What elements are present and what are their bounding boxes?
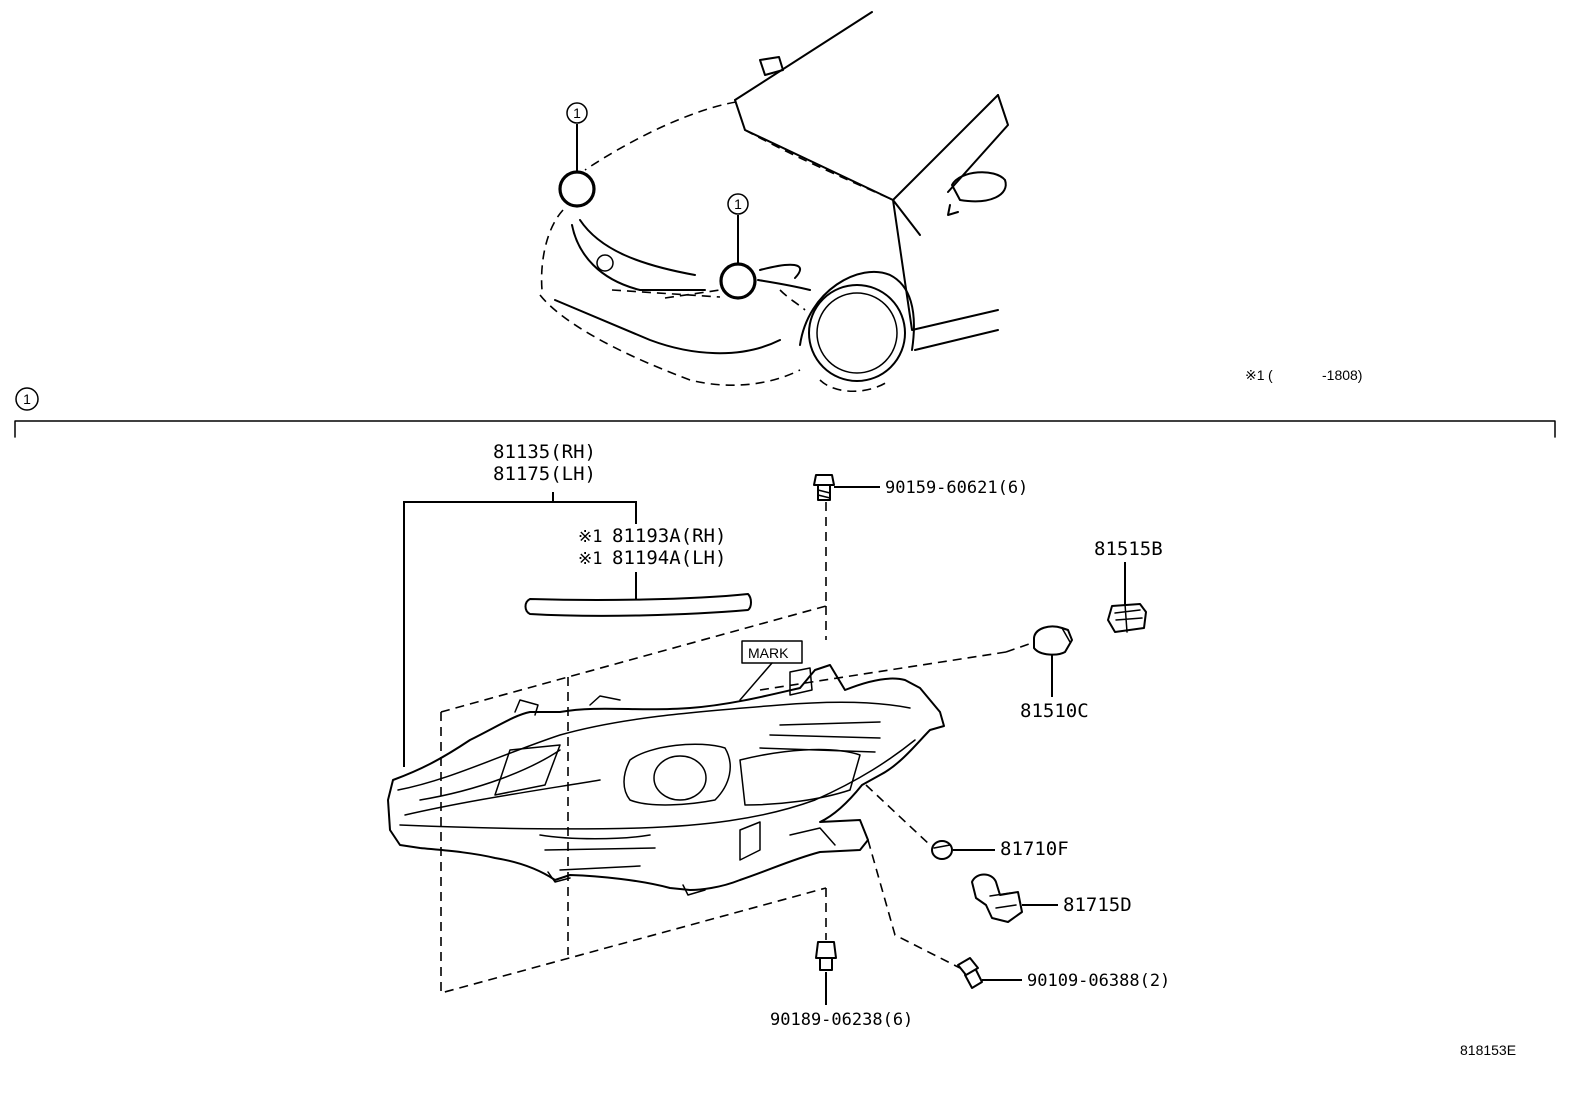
part-81193a-label: 81193A(RH) xyxy=(612,525,726,547)
screw-icon xyxy=(813,474,835,501)
part-81135-label: 81135(RH) xyxy=(493,441,596,463)
cover-lh-prefix: ※1 xyxy=(578,549,602,569)
diagram-id: 818153E xyxy=(1460,1042,1516,1058)
screw-icon xyxy=(957,957,983,989)
note-range: -1808) xyxy=(1322,367,1362,383)
circled-number-icon xyxy=(727,193,749,215)
part-81515b-label: 81515B xyxy=(1094,538,1163,560)
circled-number-icon xyxy=(566,102,588,124)
note-mark: ※1 xyxy=(1245,367,1265,383)
car-front-overview: 1 1 xyxy=(539,11,1009,393)
part-90109-label: 90109-06388(2) xyxy=(1027,971,1170,991)
mark-label: MARK xyxy=(748,645,789,661)
headlamp-assembly-icon xyxy=(387,664,945,896)
section-number: 1 xyxy=(23,391,31,407)
part-90189-label: 90189-06238(6) xyxy=(770,1010,913,1030)
bulb-icon xyxy=(931,840,953,860)
screw-icon xyxy=(815,941,837,971)
circled-number-icon xyxy=(15,387,39,411)
socket-icon xyxy=(1107,603,1147,633)
part-81715d-label: 81715D xyxy=(1063,894,1132,916)
callout-number-2: 1 xyxy=(734,196,742,212)
section-header: 1 xyxy=(14,387,1556,438)
headlamp-cover-strip xyxy=(524,593,752,617)
part-81510c-label: 81510C xyxy=(1020,700,1089,722)
bulb-icon xyxy=(1033,625,1073,656)
part-81175-label: 81175(LH) xyxy=(493,463,596,485)
part-81710f-label: 81710F xyxy=(1000,838,1069,860)
part-90159-label: 90159-60621(6) xyxy=(885,478,1028,498)
socket-icon xyxy=(971,873,1023,923)
cover-rh-prefix: ※1 xyxy=(578,527,602,547)
part-81194a-label: 81194A(LH) xyxy=(612,547,726,569)
callout-number-1: 1 xyxy=(573,105,581,121)
note-open-paren: ( xyxy=(1268,367,1273,383)
